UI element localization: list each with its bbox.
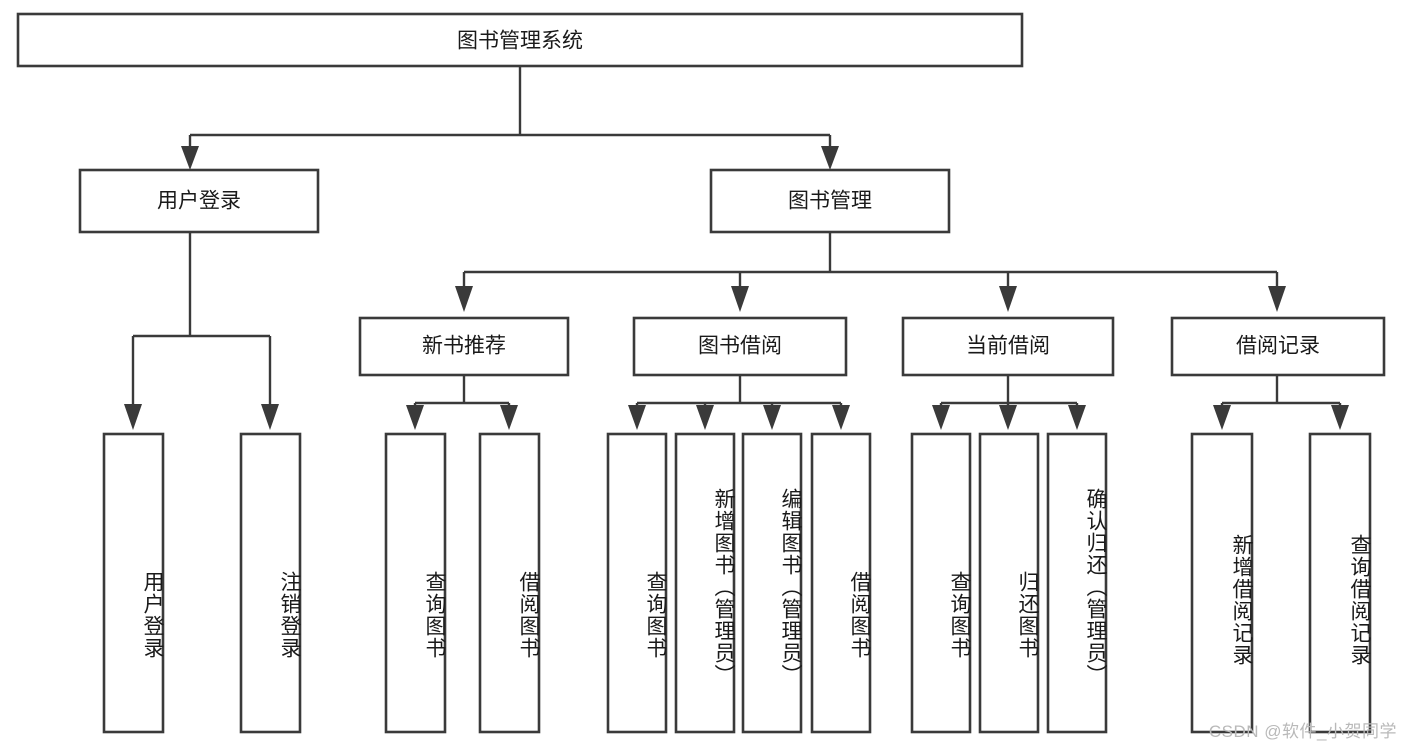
node-box-l3-1[interactable] [632, 316, 848, 377]
node-box-leaf-9[interactable] [978, 432, 1040, 734]
arrow-head-icon [455, 286, 473, 312]
arrow-head-icon [628, 405, 646, 430]
arrow-head-icon [1268, 286, 1286, 312]
edge-group-borrow [628, 375, 850, 430]
arrow-head-icon [124, 404, 142, 430]
node-user-login[interactable]: 用户登录 [78, 168, 320, 234]
arrow-head-icon [406, 405, 424, 430]
node-box-leaf-0[interactable] [102, 432, 165, 734]
arrow-head-icon [1068, 405, 1086, 430]
node-box-leaf-8[interactable] [910, 432, 972, 734]
node-box-l3-3[interactable] [1170, 316, 1386, 377]
arrow-head-icon [696, 405, 714, 430]
node-box-leaf-5[interactable] [674, 432, 736, 734]
arrow-head-icon [999, 286, 1017, 312]
node-book-manage[interactable]: 图书管理 [709, 168, 951, 234]
node-box-l2-1[interactable] [709, 168, 951, 234]
node-box-leaf-10[interactable] [1046, 432, 1108, 734]
arrow-head-icon [500, 405, 518, 430]
node-label-l3-2: 当前借阅 [966, 335, 1050, 358]
arrow-head-icon [261, 404, 279, 430]
node-box-leaf-11[interactable] [1190, 432, 1254, 734]
edge-group-new-book [406, 375, 518, 430]
node-root[interactable]: 图书管理系统 [16, 12, 1024, 68]
arrow-head-icon [999, 405, 1017, 430]
arrow-head-icon [1213, 405, 1231, 430]
node-box-leaf-4[interactable] [606, 432, 668, 734]
node-box-leaf-3[interactable] [478, 432, 541, 734]
arrow-head-icon [821, 146, 839, 170]
arrow-head-icon [763, 405, 781, 430]
node-label-root: 图书管理系统 [457, 30, 583, 53]
arrow-head-icon [1331, 405, 1349, 430]
node-current-borrow[interactable]: 当前借阅 [901, 316, 1115, 377]
node-label-l3-1: 图书借阅 [698, 335, 782, 358]
edge-group-current-borrow [932, 375, 1086, 430]
edge-group-user-login [124, 232, 279, 430]
node-label-l3-0: 新书推荐 [422, 335, 506, 358]
node-box-root[interactable] [16, 12, 1024, 68]
node-new-book-recommend[interactable]: 新书推荐 [358, 316, 570, 377]
node-box-leaf-7[interactable] [810, 432, 872, 734]
node-label-l3-3: 借阅记录 [1236, 335, 1320, 358]
node-box-leaf-6[interactable] [741, 432, 803, 734]
arrow-head-icon [731, 286, 749, 312]
csdn-watermark: CSDN @软件_小贺同学 [1208, 722, 1397, 741]
node-box-leaf-2[interactable] [384, 432, 447, 734]
node-box-l3-2[interactable] [901, 316, 1115, 377]
arrow-head-icon [932, 405, 950, 430]
edge-group-book-manage [455, 232, 1286, 312]
edge-group-records [1213, 375, 1349, 430]
arrow-head-icon [181, 146, 199, 170]
node-box-leaf-12[interactable] [1308, 432, 1372, 734]
node-book-borrow[interactable]: 图书借阅 [632, 316, 848, 377]
node-box-leaf-1[interactable] [239, 432, 302, 734]
node-box-l2-0[interactable] [78, 168, 320, 234]
node-label-l2-0: 用户登录 [157, 190, 241, 213]
arrow-head-icon [832, 405, 850, 430]
node-label-l2-1: 图书管理 [788, 190, 872, 213]
edge-group-root [181, 66, 839, 170]
node-borrow-records[interactable]: 借阅记录 [1170, 316, 1386, 377]
node-box-l3-0[interactable] [358, 316, 570, 377]
